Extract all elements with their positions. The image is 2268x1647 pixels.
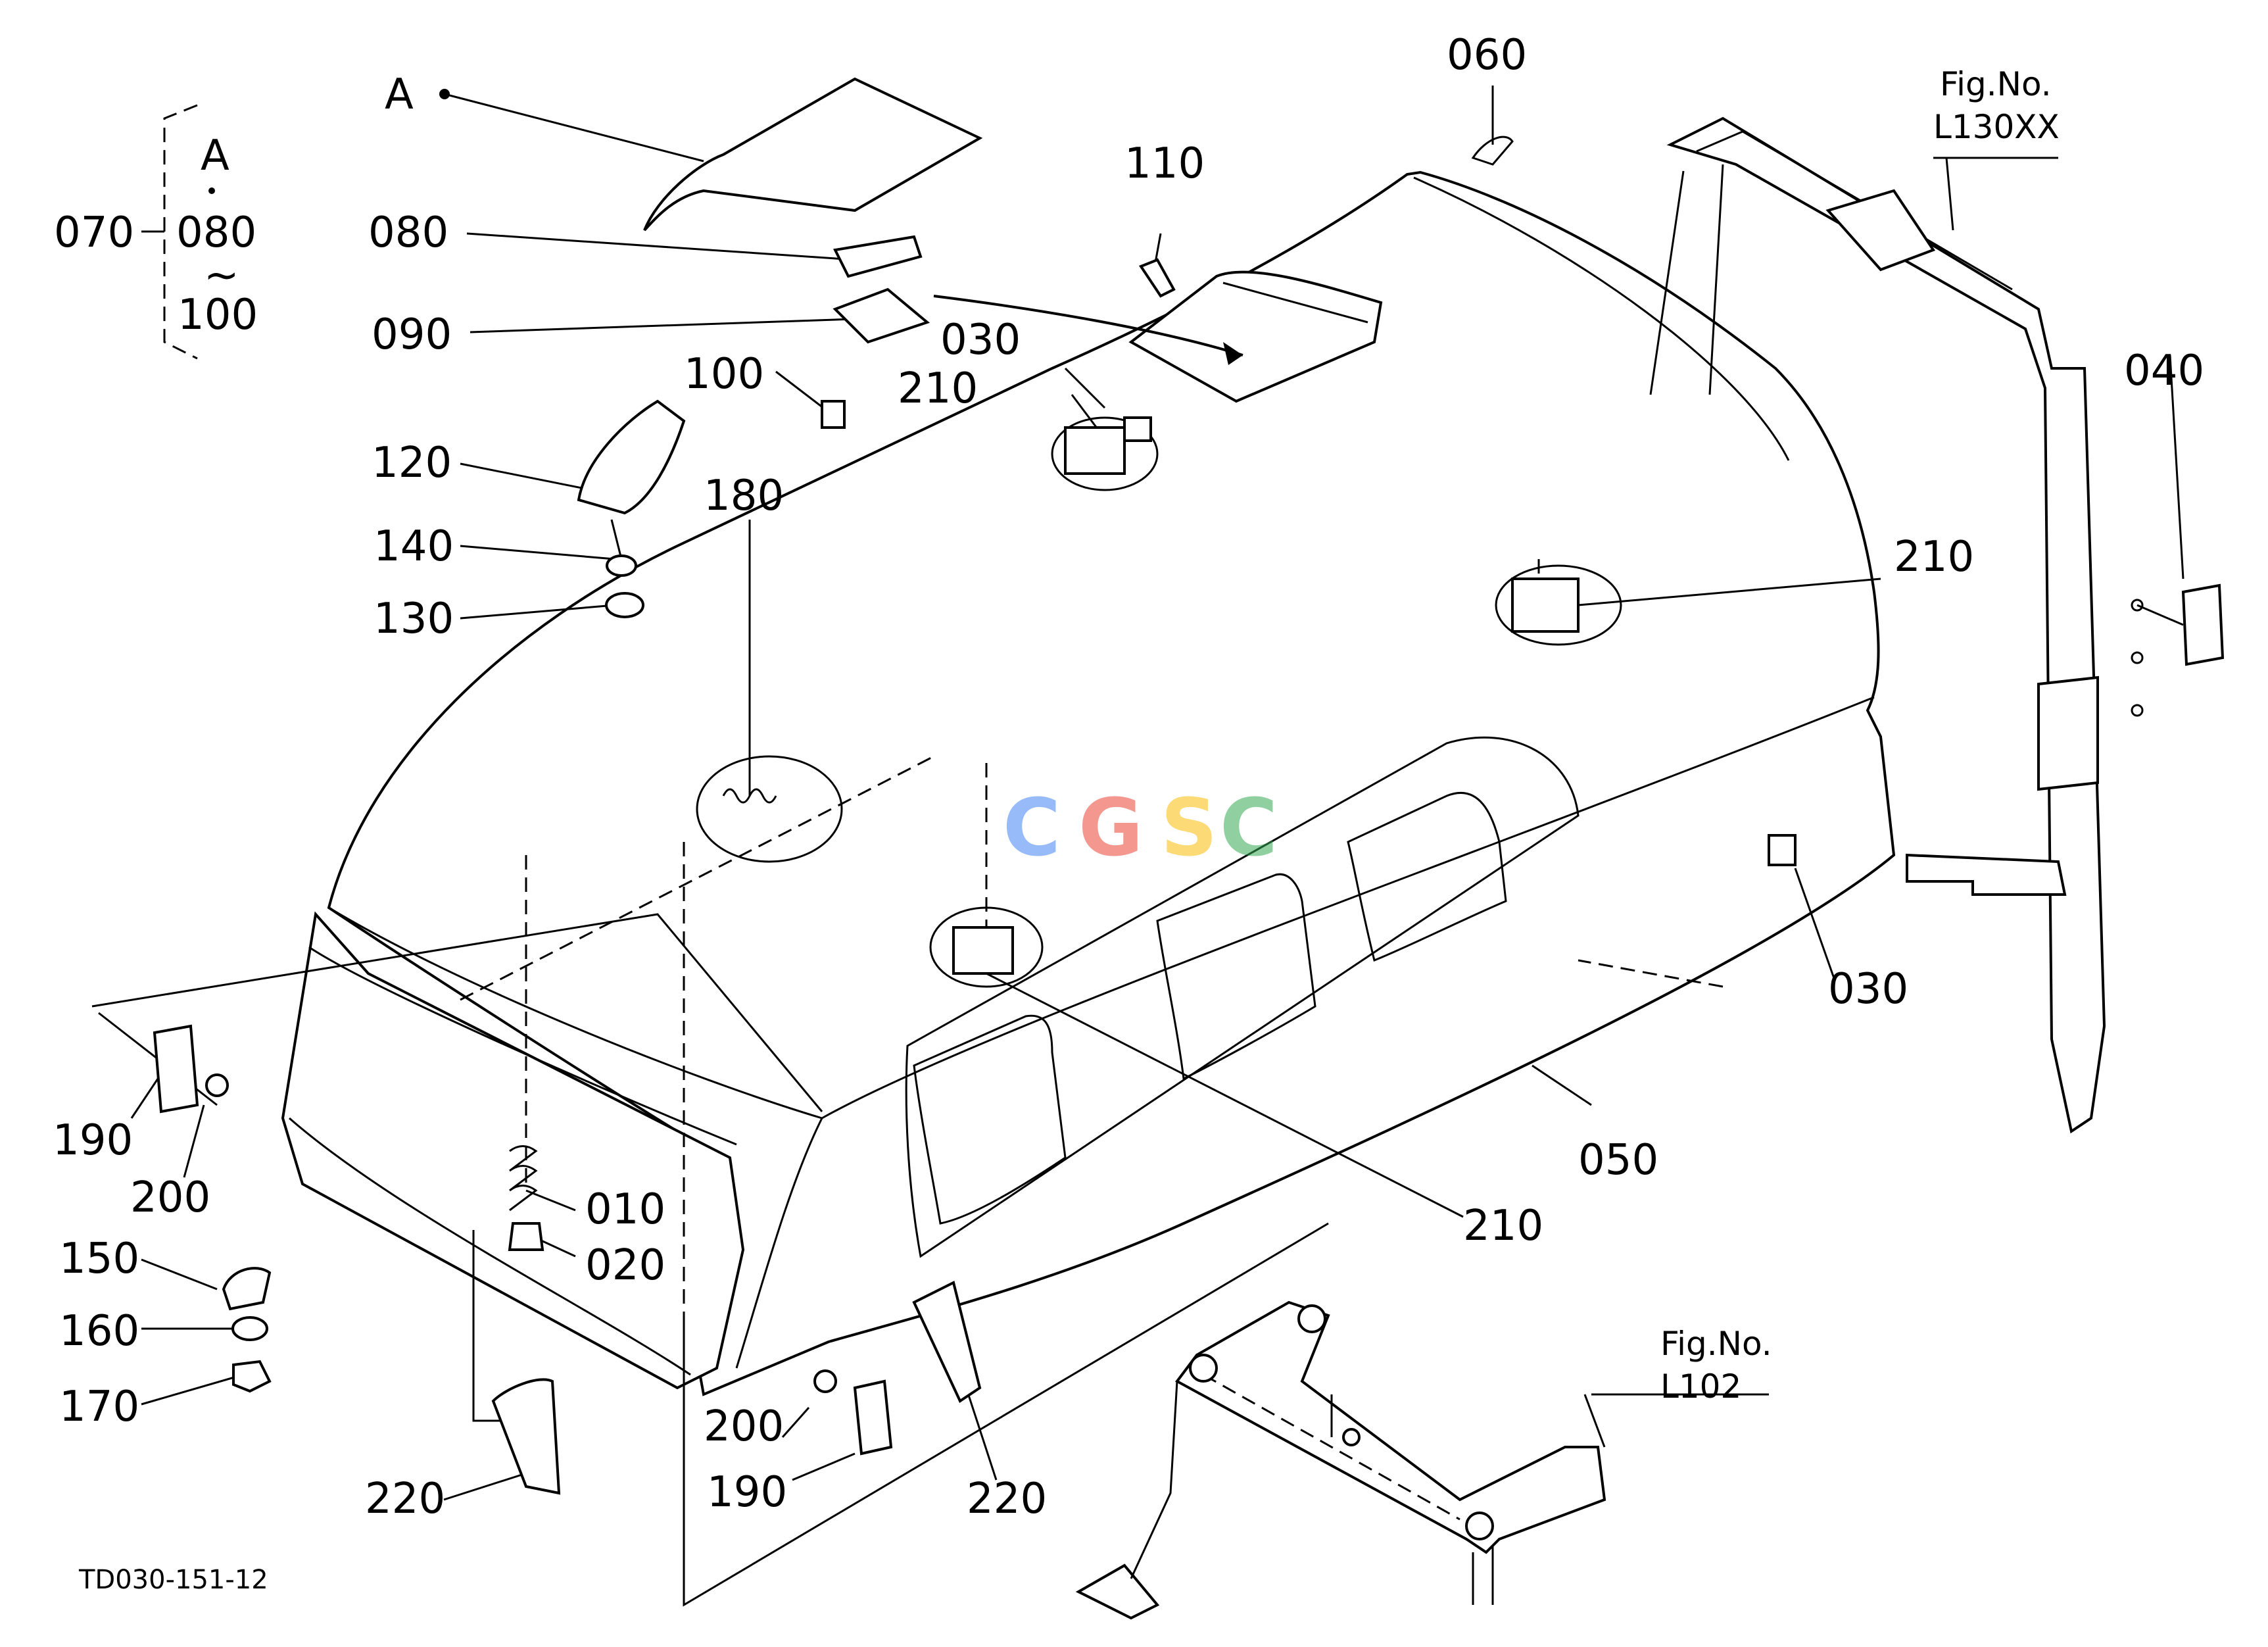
callout-110: 110 <box>1124 139 1205 188</box>
callout-200-bottom: 200 <box>704 1402 784 1451</box>
part-110 <box>1138 258 1176 298</box>
callout-labels: 080 090 100 120 140 130 180 110 030 210 … <box>53 31 2204 1523</box>
callout-010: 010 <box>585 1185 665 1234</box>
callout-190-left: 190 <box>53 1116 133 1165</box>
callout-130: 130 <box>374 595 454 643</box>
watermark-logo: C G S C <box>1003 783 1278 874</box>
callout-080: 080 <box>368 209 448 257</box>
callout-060: 060 <box>1447 31 1527 80</box>
watermark-letter-c2: C <box>1220 783 1278 874</box>
drawing-code: TD030-151-12 <box>78 1565 268 1595</box>
part-100 <box>821 400 846 429</box>
callout-030-top: 030 <box>940 316 1021 364</box>
watermark-letter-s: S <box>1161 783 1217 874</box>
part-030-right <box>1768 834 1797 866</box>
hood-body <box>281 170 1896 1396</box>
part-200-left <box>205 1073 229 1097</box>
figure-ref-rops: Fig.No. L130XX <box>1933 65 2060 146</box>
group-item-tilde: ~ <box>204 251 239 300</box>
part-210-bottom <box>952 926 1014 975</box>
part-200-bottom <box>813 1369 837 1393</box>
part-060 <box>1471 135 1514 166</box>
part-080 <box>833 235 923 278</box>
fig-ref-rops-line1: Fig.No. <box>1940 65 2052 103</box>
part-130 <box>605 592 644 618</box>
group-item-080: 080 <box>176 209 256 257</box>
callout-210-top: 210 <box>898 364 978 413</box>
part-220-bottom <box>912 1281 982 1403</box>
part-040 <box>2181 583 2225 666</box>
part-190-left <box>153 1024 199 1114</box>
rops-frame <box>1649 116 2144 1134</box>
group-bracket-070: 070 A 080 ~ 100 <box>54 104 258 360</box>
callout-120: 120 <box>372 439 452 487</box>
callout-180: 180 <box>704 472 784 520</box>
callout-160: 160 <box>59 1307 139 1356</box>
callout-190-bottom: 190 <box>707 1468 787 1517</box>
watermark-letter-g: G <box>1078 783 1144 874</box>
callout-150: 150 <box>59 1235 139 1283</box>
part-010 <box>509 1145 538 1212</box>
figure-ref-frame: Fig.No. L102 <box>1660 1325 1772 1406</box>
part-090 <box>832 287 930 344</box>
group-item-100: 100 <box>178 291 258 339</box>
marker-a: A <box>385 70 414 119</box>
small-parts <box>153 77 1797 1495</box>
part-180 <box>722 788 777 804</box>
callout-210-bottom: 210 <box>1463 1202 1543 1250</box>
callout-050: 050 <box>1578 1136 1658 1185</box>
part-170 <box>232 1360 272 1393</box>
callout-100: 100 <box>684 350 764 399</box>
callout-170: 170 <box>59 1383 139 1431</box>
part-030-top <box>1123 416 1152 442</box>
part-220-left <box>491 1378 561 1495</box>
fig-ref-frame-line1: Fig.No. <box>1660 1325 1772 1363</box>
group-item-a: A <box>201 132 229 180</box>
callout-200-left: 200 <box>130 1173 210 1222</box>
part-120 <box>577 399 686 515</box>
callout-090: 090 <box>372 310 452 359</box>
part-210-top <box>1064 426 1126 475</box>
part-190-bottom <box>853 1379 893 1456</box>
fig-ref-frame-line2: L102 <box>1660 1367 1741 1406</box>
part-020 <box>508 1222 544 1251</box>
part-140 <box>606 554 637 577</box>
callout-030-right: 030 <box>1828 965 1908 1014</box>
watermark-letter-c1: C <box>1003 783 1061 874</box>
fig-ref-rops-line2: L130XX <box>1933 108 2060 146</box>
callout-140: 140 <box>374 522 454 571</box>
callout-210-right: 210 <box>1894 533 1974 581</box>
callout-220-bottom: 220 <box>967 1475 1047 1523</box>
part-160 <box>231 1316 268 1341</box>
callout-020: 020 <box>585 1241 665 1290</box>
lower-frame <box>1075 1300 1606 1620</box>
part-210-right <box>1511 578 1580 633</box>
part-lid-a <box>643 77 983 232</box>
leader-lines <box>91 86 2184 1607</box>
part-150 <box>222 1267 272 1311</box>
callout-070: 070 <box>54 209 134 257</box>
callout-040: 040 <box>2124 347 2204 395</box>
callout-220-left: 220 <box>365 1475 445 1523</box>
